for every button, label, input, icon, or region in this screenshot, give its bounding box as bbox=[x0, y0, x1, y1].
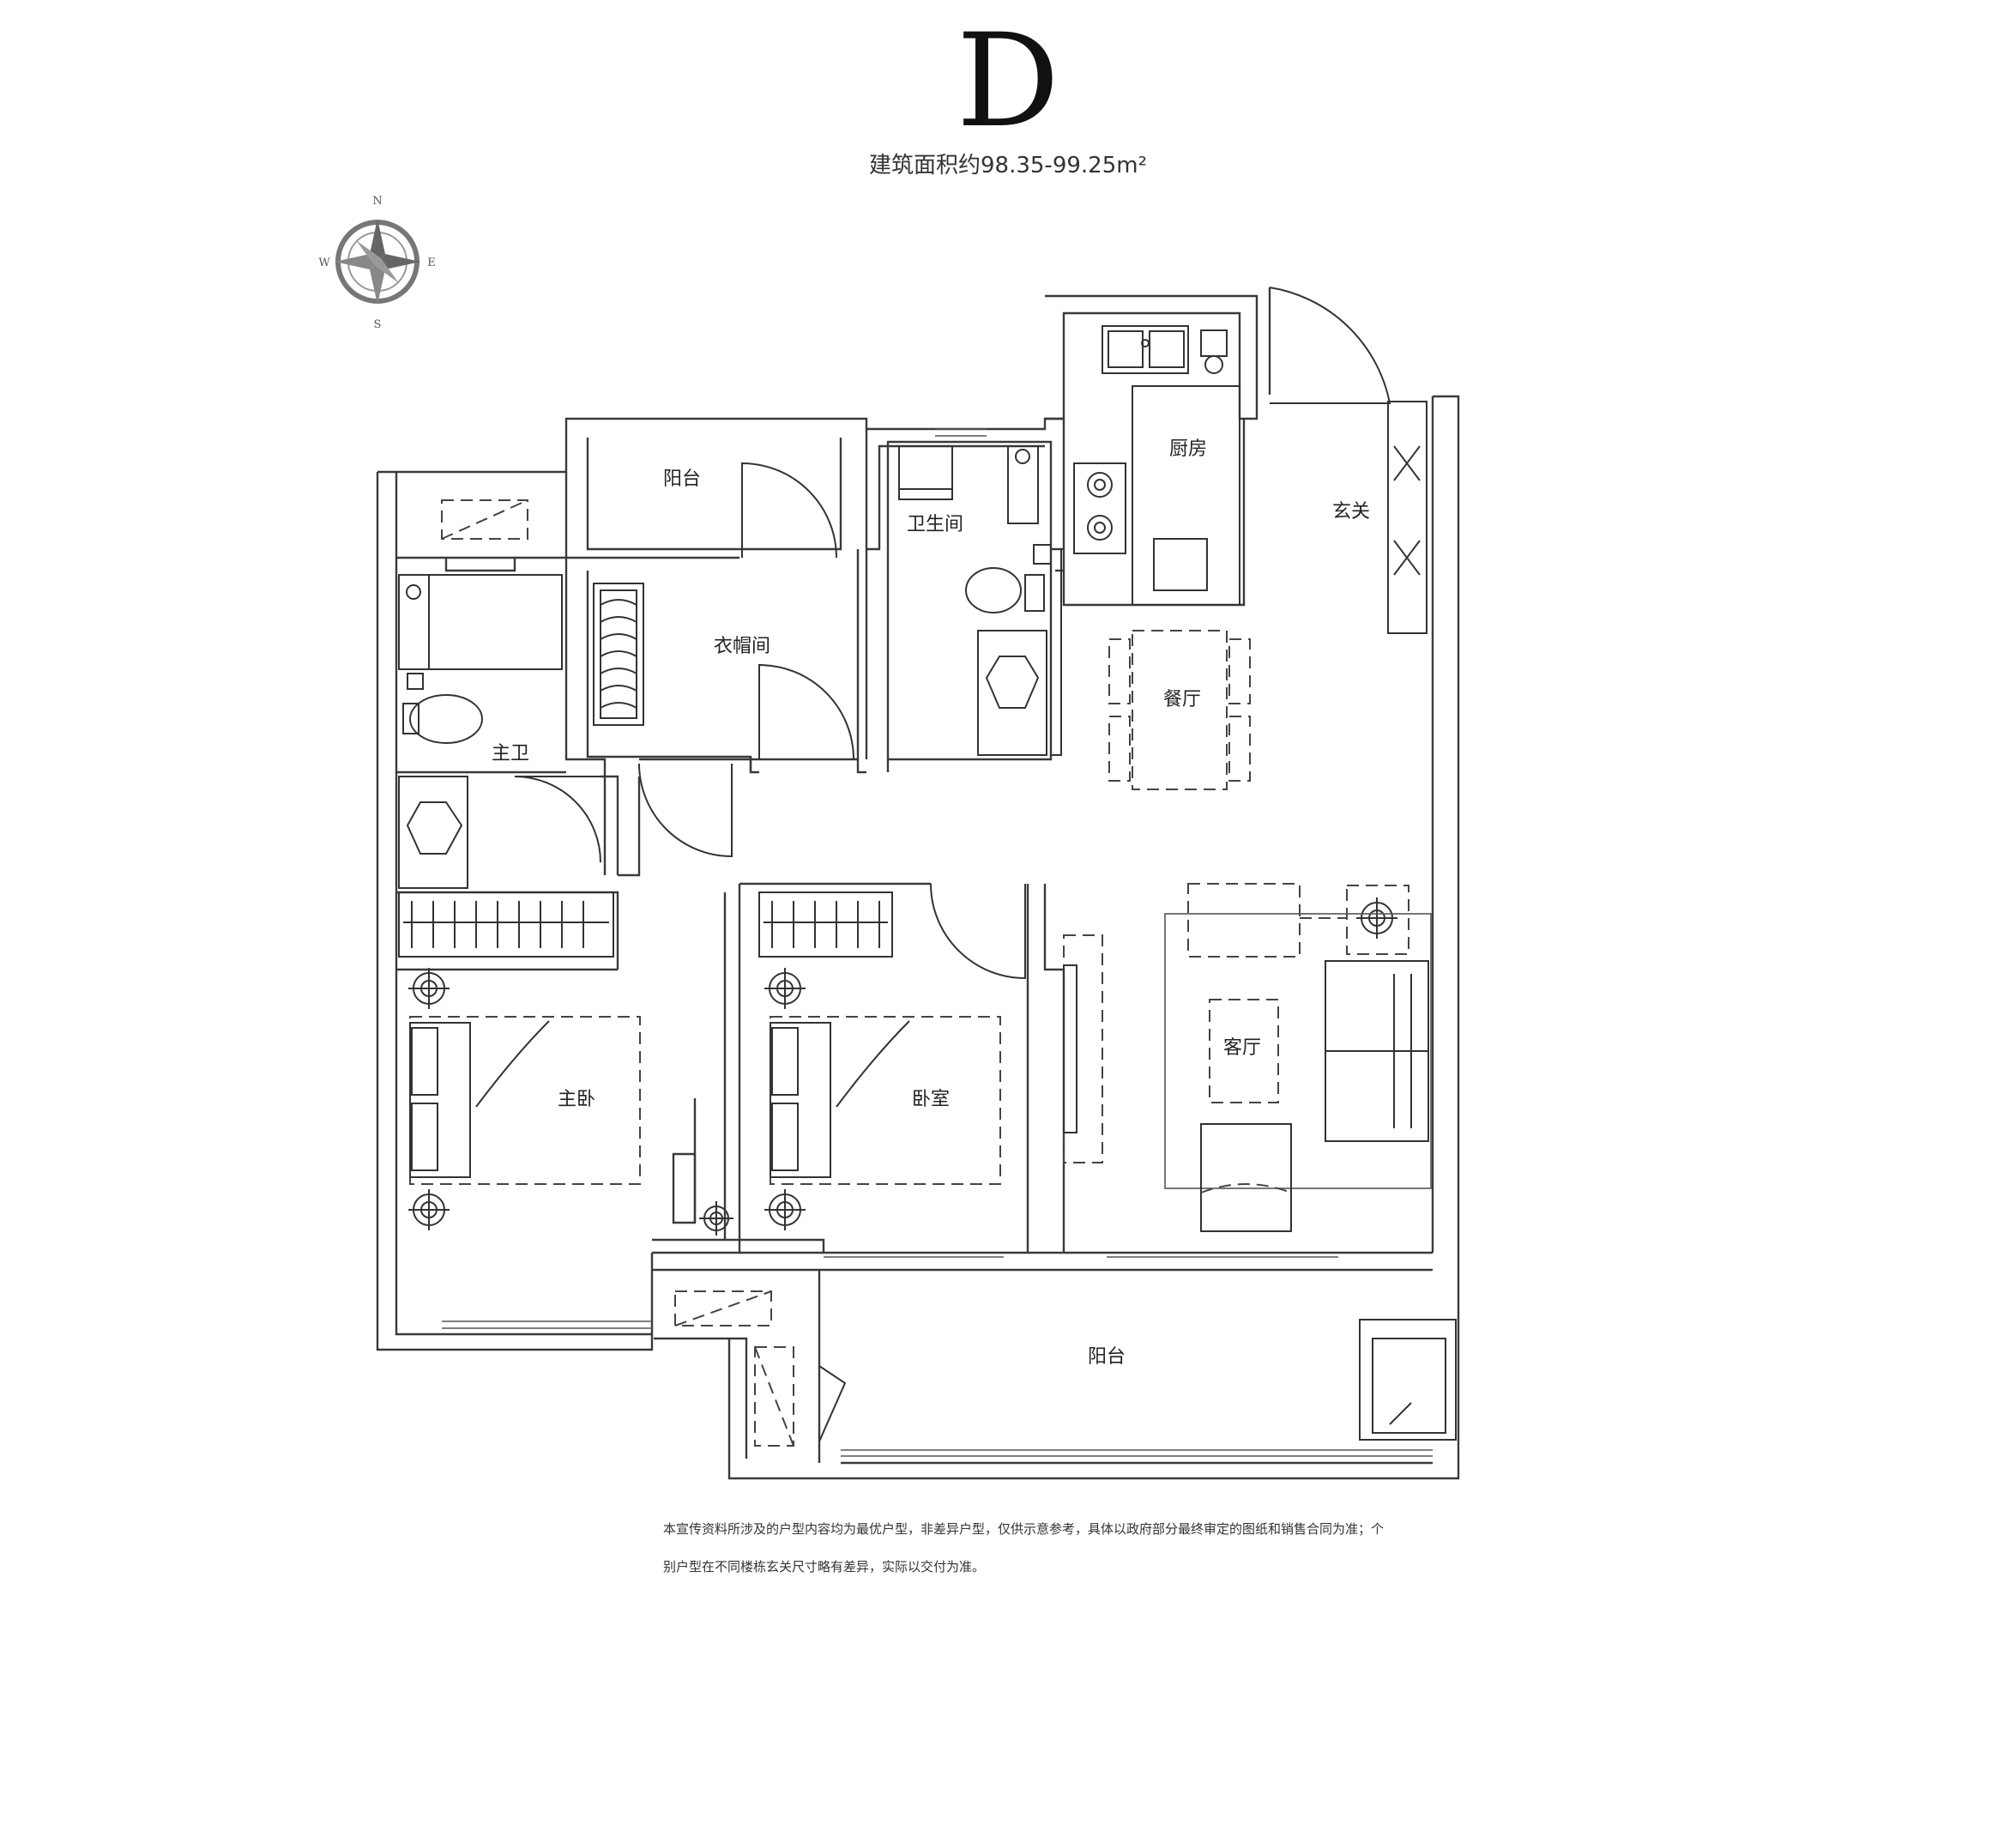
room-label-balcony-bottom: 阳台 bbox=[1088, 1346, 1126, 1368]
bed-secondary-icon bbox=[770, 1016, 1001, 1185]
disclaimer-line-1: 本宣传资料所涉及的户型内容均为最优户型，非差异户型，仅供示意参考，具体以政府部分… bbox=[663, 1521, 1385, 1537]
outer-walls bbox=[376, 287, 1460, 1480]
room-label-bathroom: 卫生间 bbox=[907, 514, 963, 535]
compass-east: E bbox=[427, 257, 436, 269]
storage-boxes bbox=[441, 499, 1457, 1447]
living-room-furniture bbox=[1063, 883, 1432, 1232]
floorplan-title: D bbox=[956, 7, 1060, 156]
doors bbox=[514, 287, 1391, 1442]
compass-south: S bbox=[374, 318, 382, 331]
disclaimer-line-2: 别户型在不同楼栋玄关尺寸略有差异，实际以交付为准。 bbox=[663, 1559, 986, 1574]
master-bath-fixtures bbox=[398, 574, 563, 889]
foyer-cabinet bbox=[1387, 401, 1427, 634]
compass-west: W bbox=[318, 257, 330, 269]
dining-table-icon bbox=[1108, 630, 1251, 790]
room-label-balcony-top: 阳台 bbox=[663, 468, 701, 490]
interior-walls bbox=[396, 417, 1246, 1253]
room-label-master-bedroom: 主卧 bbox=[558, 1089, 595, 1110]
room-label-closet: 衣帽间 bbox=[714, 636, 770, 657]
wardrobe-master-bedroom bbox=[398, 891, 614, 958]
room-label-dining: 餐厅 bbox=[1163, 689, 1201, 710]
kitchen-fixtures bbox=[1073, 325, 1240, 606]
disclaimer: 本宣传资料所涉及的户型内容均为最优户型，非差异户型，仅供示意参考，具体以政府部分… bbox=[663, 1510, 1461, 1586]
room-label-living: 客厅 bbox=[1223, 1037, 1261, 1059]
room-label-bedroom: 卧室 bbox=[912, 1089, 950, 1110]
room-label-foyer: 玄关 bbox=[1332, 501, 1370, 523]
bed-master-icon bbox=[409, 1016, 641, 1185]
room-label-master-bath: 主卫 bbox=[492, 743, 529, 764]
wardrobe-bedroom bbox=[758, 891, 893, 958]
wardrobe-closet bbox=[593, 583, 644, 726]
room-label-kitchen: 厨房 bbox=[1169, 438, 1207, 460]
area-label: 建筑面积约98.35-99.25m² bbox=[869, 153, 1147, 178]
compass-icon: N S E W bbox=[318, 195, 435, 331]
lamp-icons bbox=[408, 897, 1397, 1236]
bathroom-fixtures bbox=[898, 445, 1062, 756]
compass-north: N bbox=[372, 195, 382, 208]
windows bbox=[442, 428, 1433, 1457]
